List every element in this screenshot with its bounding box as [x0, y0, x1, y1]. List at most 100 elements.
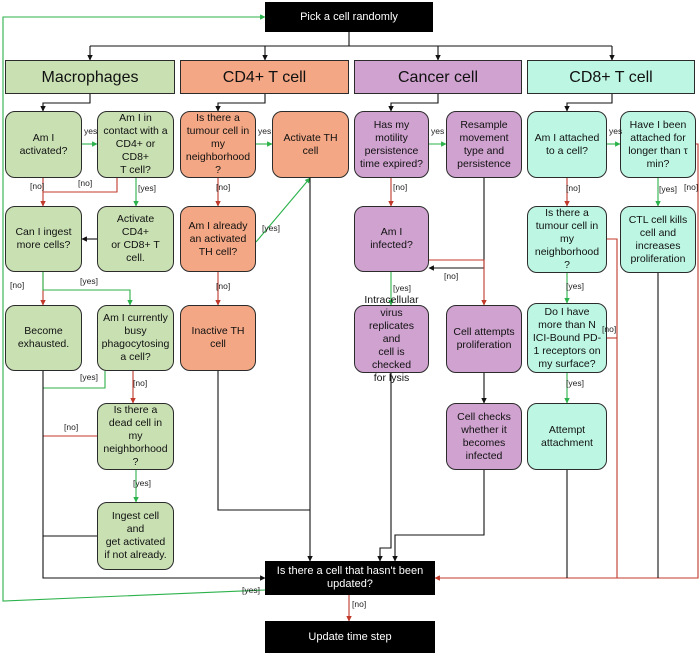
header-cd8-t-cell-text: CD8+ T cell	[569, 68, 653, 86]
label-updated-yes: [yes]	[242, 585, 260, 595]
mac-busy-question: Am I currently busy phagocytosing a cell…	[97, 305, 174, 371]
cd4-tumour-question: Is there a tumour cell in my neighborhoo…	[180, 111, 256, 178]
mac-activate-cd-action: Activate CD4+ or CD8+ T cell.	[97, 206, 174, 272]
connector-cancer-infected-no	[429, 259, 487, 306]
label-cd8-longer-no: [no]	[684, 182, 699, 192]
label-mac-contact-no: [no]	[78, 178, 93, 188]
cd4-activate-action: Activate TH cell	[272, 111, 349, 178]
connector-cancer-resample-to-infected	[428, 178, 485, 271]
cd8-attempt-attachment-text: Attempt attachment	[541, 423, 593, 449]
label-mac-dead-no: [no]	[64, 422, 79, 432]
label-mac-busy-no: [no]	[133, 378, 148, 388]
label-updated-no: [no]	[352, 599, 367, 609]
label-cd8-tumour-yes: [yes]	[566, 281, 584, 291]
mac-busy-text: Am I currently busy phagocytosing a cell…	[101, 312, 170, 363]
mac-ingest-more-text: Can I ingest more cells?	[15, 226, 72, 251]
connector-cd4-inactive-to-updated	[217, 371, 310, 511]
cancer-checks-infected-action: Cell checks whether it becomes infected	[446, 403, 522, 470]
connector-mac-contact-no	[43, 178, 118, 193]
label-cd8-receptors-no: [no]	[602, 324, 617, 334]
start-text: Pick a cell randomly	[300, 10, 398, 23]
header-macrophages: Macrophages	[5, 60, 175, 94]
cd4-already-activated-text: Am I already an activated TH cell?	[188, 219, 248, 258]
connector-mac-ingest-yes	[42, 272, 133, 306]
mac-activated-question: Am I activated?	[5, 111, 82, 178]
label-mac-ingest-yes: [yes]	[80, 276, 98, 286]
header-macrophages-text: Macrophages	[41, 68, 139, 86]
header-cancer-cell: Cancer cell	[354, 60, 522, 94]
label-mac-activated-no: [no]	[30, 181, 45, 191]
label-mac-ingest-no: [no]	[10, 280, 25, 290]
update-time-step-box: Update time step	[265, 621, 435, 653]
cd4-inactive-text: Inactive TH cell	[191, 325, 245, 350]
connector-cd8-header-to-attached	[564, 94, 613, 112]
cd8-tumour-text: Is there a tumour cell in my neighborhoo…	[534, 207, 600, 271]
header-cd4-t-cell: CD4+ T cell	[180, 60, 349, 94]
cancer-infected-question: Am I infected?	[354, 206, 429, 272]
mac-contact-text: Am I in contact with a CD4+ or CD8+ T ce…	[103, 112, 168, 176]
cancer-motility-question: Has my motility persistence time expired…	[354, 111, 429, 178]
label-cd8-receptors-yes: [yes]	[566, 378, 584, 388]
label-cancer-infected-no: [no]	[444, 271, 459, 281]
mac-ingest-action: Ingest cell and get activated if not alr…	[97, 502, 174, 570]
mac-activated-text: Am I activated?	[19, 131, 68, 157]
cd8-receptors-question: Do I have more than N ICI-Bound PD- 1 re…	[527, 303, 607, 373]
cancer-virus-action: Intracellular virus replicates and cell …	[354, 294, 429, 384]
cancer-proliferation-action: Cell attempts proliferation	[446, 305, 522, 373]
connector-mac-busy-yes	[43, 371, 106, 389]
connector-cd4-header-to-tumour	[215, 94, 266, 112]
connector-cd8-tumour-no	[607, 238, 618, 578]
label-mac-activated-yes: yes	[84, 126, 98, 136]
cd8-kills-text: CTL cell kills cell and increases prolif…	[628, 213, 688, 265]
mac-activate-cd-text: Activate CD4+ or CD8+ T cell.	[111, 213, 160, 264]
cd4-inactive-action: Inactive TH cell	[180, 305, 256, 371]
cd4-already-activated-question: Am I already an activated TH cell?	[180, 206, 256, 272]
cancer-infected-text: Am I infected?	[370, 226, 413, 251]
connector-cancer-checks-to-updated	[392, 470, 485, 562]
cd8-attached-question: Am I attached to a cell?	[527, 111, 607, 178]
cancer-motility-text: Has my motility persistence time expired…	[359, 118, 424, 170]
header-cd4-t-cell-text: CD4+ T cell	[222, 68, 307, 86]
label-cd8-attached-yes: yes	[609, 126, 623, 136]
cancer-resample-text: Resample movement type and persistence	[457, 118, 511, 170]
cd4-tumour-text: Is there a tumour cell in my neighborhoo…	[185, 112, 251, 176]
label-cd4-already-yes: [yes]	[262, 223, 280, 233]
connector-mac-exhausted-to-updated	[42, 371, 266, 581]
updated-question-text: Is there a cell that hasn't been updated…	[276, 565, 424, 590]
mac-exhausted-text: Become exhausted.	[17, 325, 70, 350]
mac-dead-cell-question: Is there a dead cell in my neighborhood …	[97, 403, 174, 470]
start-box: Pick a cell randomly	[265, 2, 433, 32]
label-cd4-already-no: [no]	[216, 281, 231, 291]
label-mac-busy-yes: [yes]	[80, 372, 98, 382]
mac-exhausted-action: Become exhausted.	[5, 305, 82, 371]
label-cancer-motility-yes: yes	[431, 126, 445, 136]
update-time-step-text: Update time step	[308, 630, 392, 643]
cancer-proliferation-text: Cell attempts proliferation	[453, 326, 515, 351]
cd8-receptors-text: Do I have more than N ICI-Bound PD- 1 re…	[532, 305, 602, 370]
connector-mac-header-to-activated	[40, 94, 91, 112]
cd8-attached-text: Am I attached to a cell?	[534, 131, 600, 157]
mac-contact-question: Am I in contact with a CD4+ or CD8+ T ce…	[97, 111, 174, 178]
cd8-attempt-attachment-action: Attempt attachment	[527, 403, 607, 470]
label-cd8-longer-yes: [yes]	[659, 184, 677, 194]
cd8-tumour-question: Is there a tumour cell in my neighborhoo…	[527, 206, 607, 273]
label-cancer-motility-no: [no]	[393, 182, 408, 192]
cd4-activate-text: Activate TH cell	[283, 131, 338, 157]
mac-dead-cell-text: Is there a dead cell in my neighborhood …	[103, 404, 168, 468]
label-cd8-attached-no: [no]	[566, 183, 581, 193]
mac-ingest-more-question: Can I ingest more cells?	[5, 206, 82, 272]
cd8-kills-action: CTL cell kills cell and increases prolif…	[620, 206, 696, 273]
label-cd4-tumour-yes: yes	[258, 126, 272, 136]
mac-ingest-text: Ingest cell and get activated if not alr…	[104, 510, 167, 561]
label-cd4-tumour-no: [no]	[216, 182, 231, 192]
cancer-resample-action: Resample movement type and persistence	[446, 111, 522, 178]
connector-cancer-header-to-motility	[388, 94, 439, 112]
label-mac-contact-yes: [yes]	[138, 183, 156, 193]
header-cancer-cell-text: Cancer cell	[397, 68, 479, 86]
connector-updated-yes-loop	[2, 14, 266, 602]
label-cancer-infected-yes: [yes]	[393, 283, 411, 293]
connector-cd4-already-yes	[255, 177, 311, 243]
connector-cancer-virus-to-updated	[377, 373, 392, 562]
updated-question-box: Is there a cell that hasn't been updated…	[265, 561, 435, 595]
